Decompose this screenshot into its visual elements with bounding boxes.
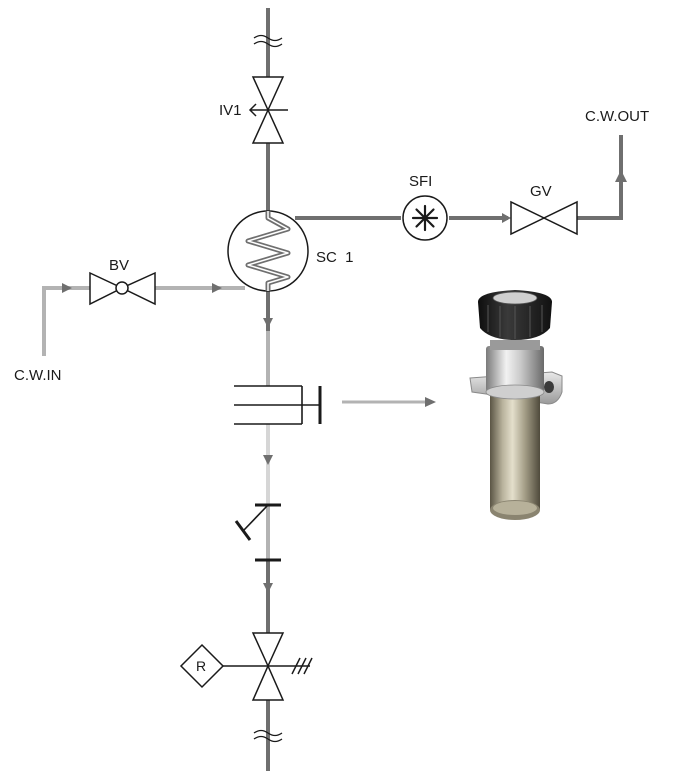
sampling-cylinder-photo-icon [469, 290, 563, 520]
label-iv1: IV1 [219, 102, 242, 119]
label-bv: BV [109, 257, 129, 274]
pipe-break-top [253, 34, 283, 48]
pipe-gv-to-cw-out [577, 135, 623, 220]
label-cw-out: C.W.OUT [585, 108, 649, 125]
valve-bv[interactable] [89, 271, 156, 306]
label-sfi: SFI [409, 173, 432, 190]
flow-arrow-down-3 [263, 583, 273, 593]
flow-arrow-to-sc1 [212, 283, 222, 293]
asterisk-icon [411, 204, 439, 232]
heat-exchanger-sc1[interactable] [227, 210, 309, 292]
pipe-cw-in-to-bv [42, 286, 90, 356]
label-regulator: R [196, 658, 206, 674]
flow-arrow-down-1 [263, 318, 273, 328]
flow-arrow-down-2 [263, 455, 273, 465]
label-gv: GV [530, 183, 552, 200]
quick-connect[interactable] [234, 503, 281, 562]
pipes [42, 8, 627, 771]
flow-arrow-cw-out [615, 170, 627, 182]
valve-gv[interactable] [510, 200, 578, 236]
label-sc1: SC 1 [316, 249, 354, 266]
valve-iv1[interactable] [248, 76, 288, 144]
sample-cylinder-symbol[interactable] [234, 385, 322, 425]
sfi-indicator[interactable] [402, 195, 448, 241]
flow-arrow-to-photo [425, 397, 436, 407]
flow-arrow-to-gv [502, 213, 511, 223]
valve-regulated[interactable] [222, 632, 313, 701]
label-cw-in: C.W.IN [14, 367, 62, 384]
pipe-break-bottom [253, 729, 283, 743]
regulator-actuator[interactable] [179, 643, 225, 689]
flow-arrow-cw-in [62, 283, 72, 293]
